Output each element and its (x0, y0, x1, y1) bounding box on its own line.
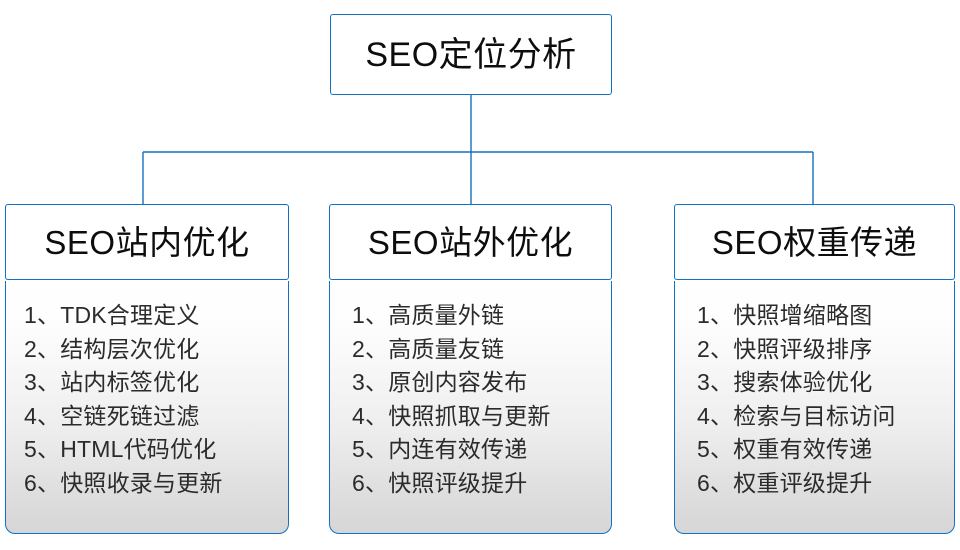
list-item: 3、站内标签优化 (24, 369, 200, 395)
branch-panel-1: 1、TDK合理定义 2、结构层次优化 3、站内标签优化 4、空链死链过滤 5、H… (5, 281, 289, 534)
list-item: 5、HTML代码优化 (24, 436, 217, 462)
branch-title-2: SEO站外优化 (367, 223, 574, 261)
branch-header-2[interactable]: SEO站外优化 (329, 204, 612, 280)
list-item: 5、内连有效传递 (352, 436, 528, 462)
branch-column-1: SEO站内优化 1、TDK合理定义 2、结构层次优化 3、站内标签优化 4、空链… (5, 204, 289, 534)
branch-list-1: 1、TDK合理定义 2、结构层次优化 3、站内标签优化 4、空链死链过滤 5、H… (6, 299, 288, 500)
list-item: 1、高质量外链 (352, 302, 505, 328)
branch-panel-3: 1、快照增缩略图 2、快照评级排序 3、搜索体验优化 4、检索与目标访问 5、权… (674, 281, 955, 534)
list-item: 6、权重评级提升 (697, 469, 873, 496)
branch-title-1: SEO站内优化 (44, 223, 250, 261)
branch-header-3[interactable]: SEO权重传递 (674, 204, 955, 280)
list-item: 3、原创内容发布 (352, 369, 528, 395)
branch-list-2: 1、高质量外链 2、高质量友链 3、原创内容发布 4、快照抓取与更新 5、内连有… (330, 299, 611, 500)
list-item: 5、权重有效传递 (697, 436, 873, 462)
root-node-label: SEO定位分析 (365, 35, 577, 74)
branch-column-3: SEO权重传递 1、快照增缩略图 2、快照评级排序 3、搜索体验优化 4、检索与… (674, 204, 955, 534)
branch-column-2: SEO站外优化 1、高质量外链 2、高质量友链 3、原创内容发布 4、快照抓取与… (329, 204, 612, 534)
list-item: 4、快照抓取与更新 (352, 402, 551, 429)
branch-list-3: 1、快照增缩略图 2、快照评级排序 3、搜索体验优化 4、检索与目标访问 5、权… (675, 299, 954, 500)
branch-header-1[interactable]: SEO站内优化 (5, 204, 289, 280)
branch-panel-2: 1、高质量外链 2、高质量友链 3、原创内容发布 4、快照抓取与更新 5、内连有… (329, 281, 612, 534)
list-item: 4、检索与目标访问 (697, 402, 896, 429)
root-node[interactable]: SEO定位分析 (330, 14, 612, 95)
list-item: 6、快照收录与更新 (24, 469, 223, 496)
branch-title-3: SEO权重传递 (711, 223, 918, 261)
list-item: 3、搜索体验优化 (697, 369, 873, 395)
list-item: 4、空链死链过滤 (24, 402, 200, 429)
list-item: 2、结构层次优化 (24, 335, 200, 362)
list-item: 1、快照增缩略图 (697, 302, 873, 328)
list-item: 2、快照评级排序 (697, 335, 873, 362)
list-item: 2、高质量友链 (352, 335, 505, 362)
list-item: 1、TDK合理定义 (24, 302, 200, 328)
list-item: 6、快照评级提升 (352, 469, 528, 496)
